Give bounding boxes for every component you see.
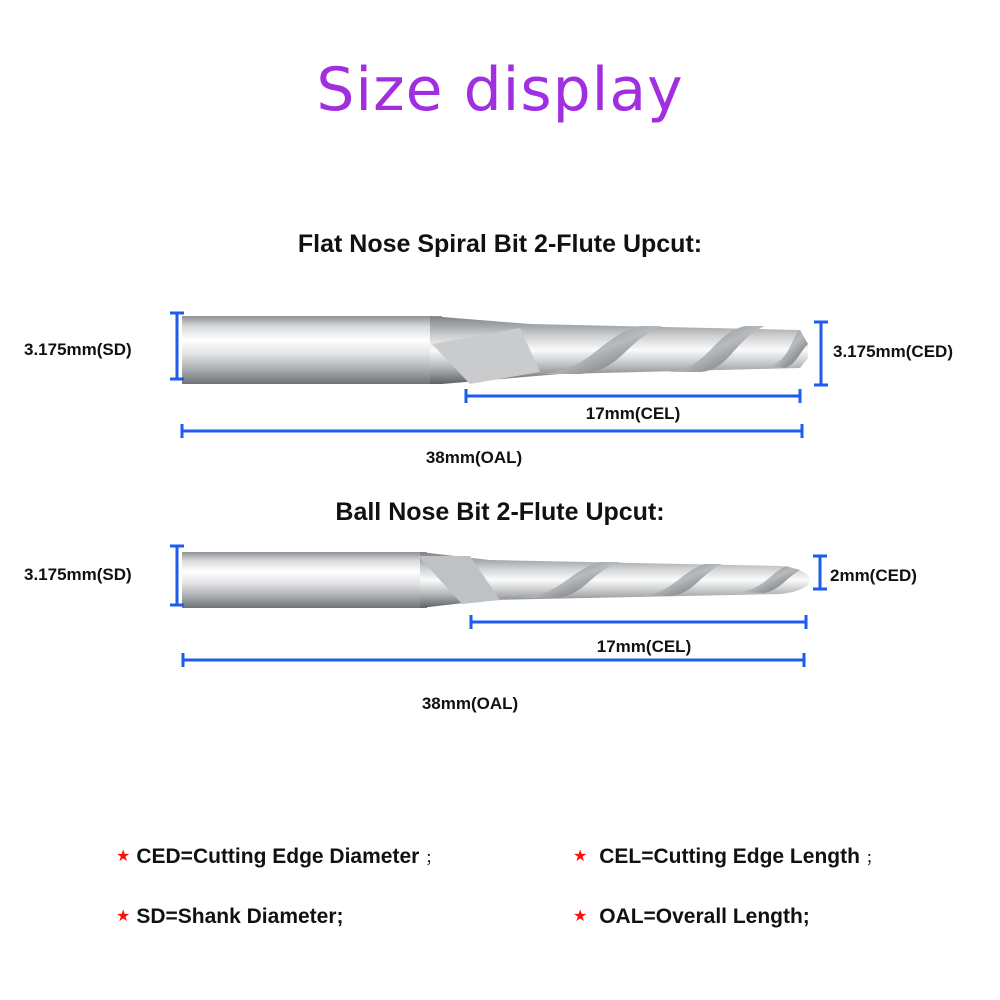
ball-nose-heading: Ball Nose Bit 2-Flute Upcut: bbox=[335, 498, 665, 526]
flat-sd-label: 3.175mm(SD) bbox=[24, 340, 132, 359]
flat-oal-label: 38mm(OAL) bbox=[425, 448, 523, 467]
ball-nose-bit bbox=[182, 552, 810, 608]
ball-bit-transition bbox=[418, 556, 500, 604]
flat-bit-flute bbox=[668, 326, 765, 372]
ball-bit-flute bbox=[740, 566, 800, 593]
flat-bit-shank bbox=[182, 316, 442, 384]
ball-bit-shank bbox=[182, 552, 427, 608]
star-icon: ★ bbox=[116, 908, 131, 925]
flat-cel-label: 17mm(CEL) bbox=[585, 404, 681, 423]
flat-nose-heading: Flat Nose Spiral Bit 2-Flute Upcut: bbox=[297, 230, 703, 258]
legend-cel-punct: ； bbox=[865, 850, 880, 866]
star-icon: ★ bbox=[573, 908, 588, 925]
ball-cel-label: 17mm(CEL) bbox=[596, 637, 692, 656]
flat-nose-bit bbox=[182, 316, 808, 384]
flat-bit-transition bbox=[432, 328, 540, 384]
ball-bit-flute bbox=[520, 562, 620, 598]
legend-sd: ★ SD=Shank Diameter; bbox=[116, 905, 344, 929]
ball-oal-label: 38mm(OAL) bbox=[421, 694, 519, 713]
legend-oal: ★ OAL=Overall Length; bbox=[573, 905, 810, 929]
legend-cel: ★ CEL=Cutting Edge Length ； bbox=[573, 845, 880, 869]
legend-oal-text: OAL=Overall Length; bbox=[599, 905, 810, 928]
page-title: Size display bbox=[316, 55, 684, 125]
legend-ced: ★ CED=Cutting Edge Diameter ； bbox=[116, 845, 439, 869]
legend-cel-text: CEL=Cutting Edge Length bbox=[599, 845, 860, 868]
legend-ced-punct: ； bbox=[425, 850, 440, 866]
dimension-lines bbox=[170, 311, 828, 667]
flat-ced-label: 3.175mm(CED) bbox=[833, 342, 953, 361]
legend-ced-text: CED=Cutting Edge Diameter bbox=[136, 845, 420, 868]
ball-bit-flute bbox=[640, 564, 722, 596]
legend-sd-text: SD=Shank Diameter; bbox=[136, 905, 344, 928]
star-icon: ★ bbox=[116, 848, 131, 865]
flat-bit-flute bbox=[540, 326, 662, 374]
ball-sd-label: 3.175mm(SD) bbox=[24, 565, 132, 584]
flat-bit-flute bbox=[770, 330, 808, 368]
ball-ced-label: 2mm(CED) bbox=[830, 566, 917, 585]
star-icon: ★ bbox=[573, 848, 588, 865]
